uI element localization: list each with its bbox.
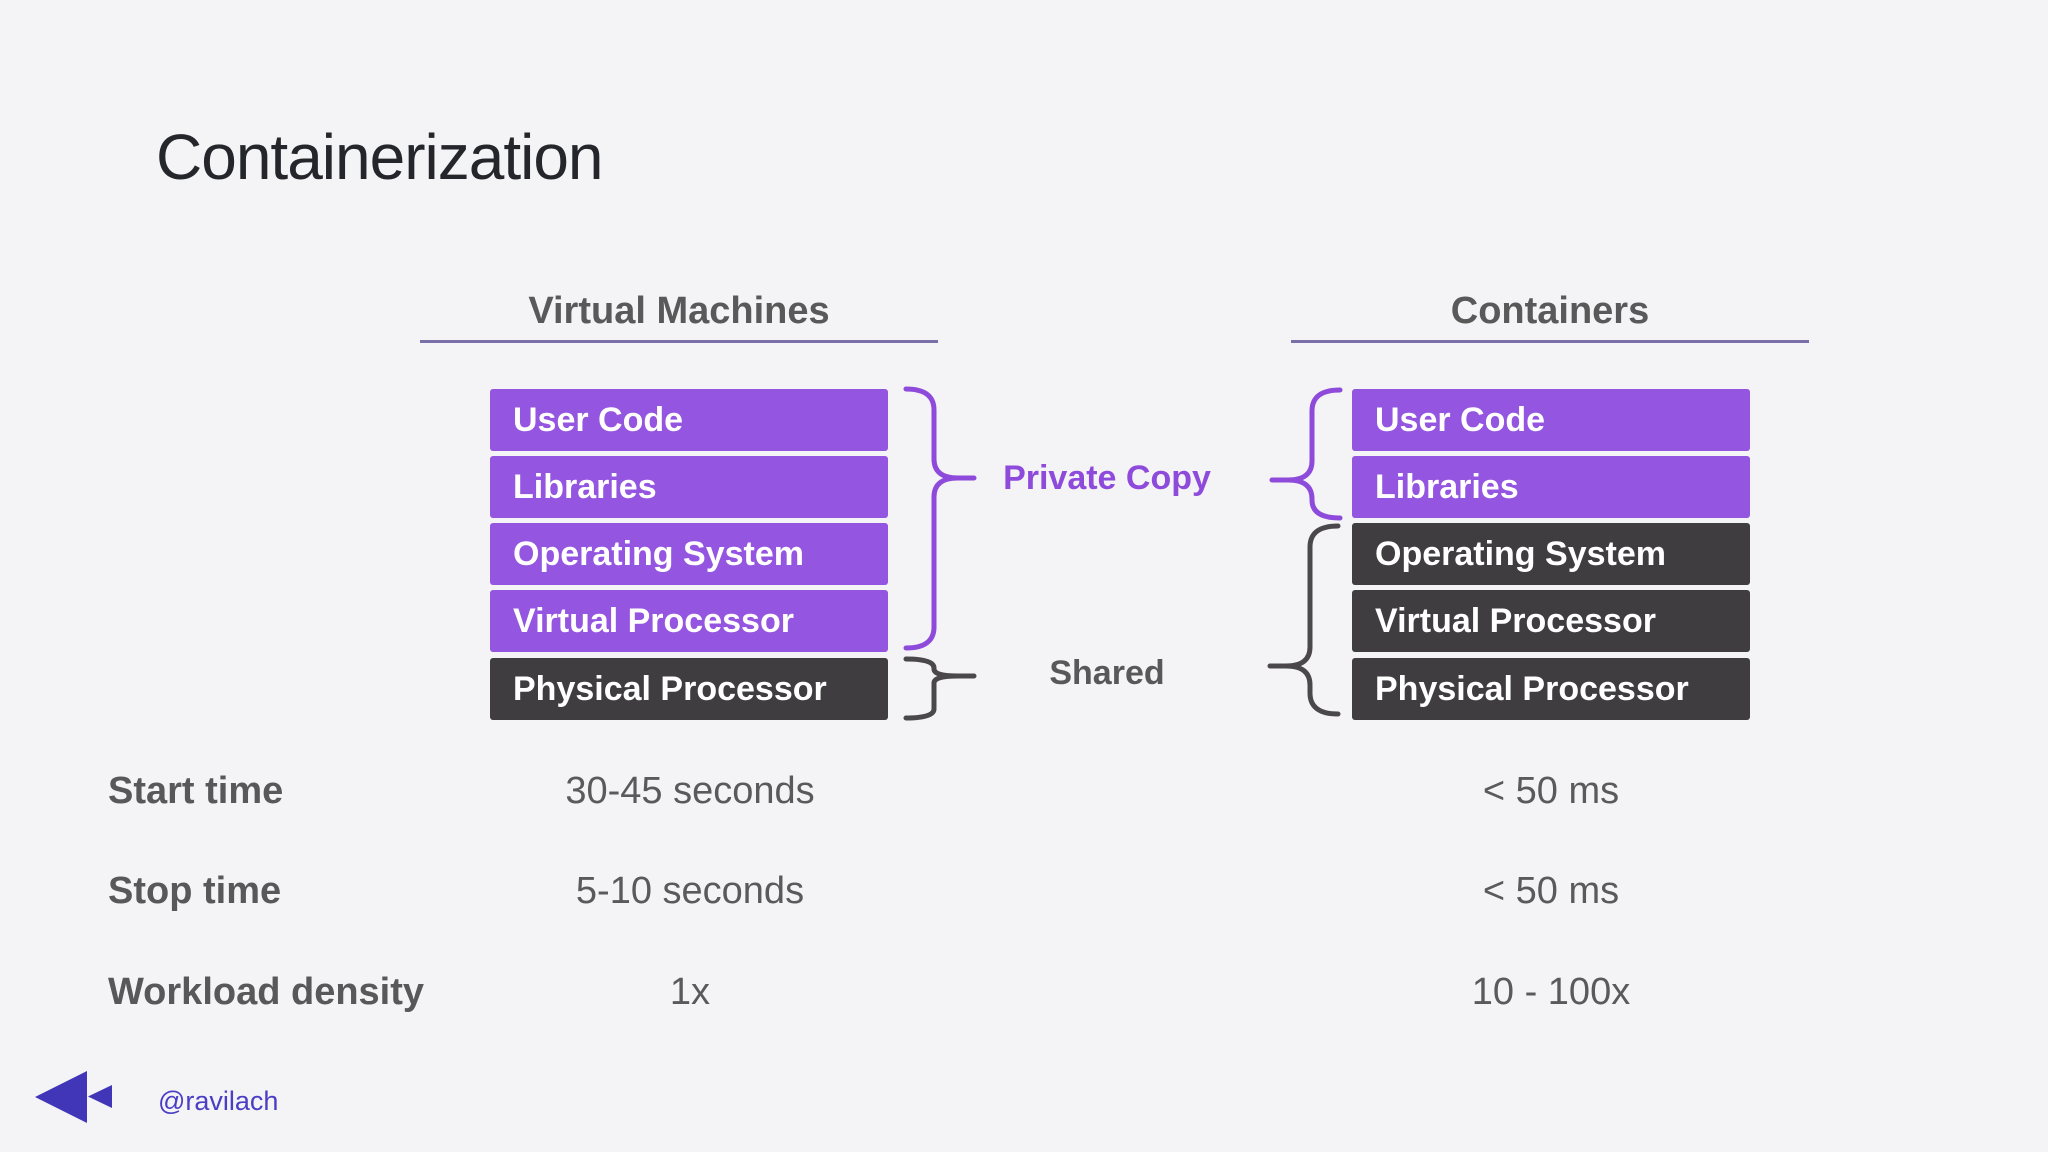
containers-stop-time-value: < 50 ms	[1482, 870, 1620, 912]
vm-layer-virtual-processor: Virtual Processor	[490, 590, 888, 652]
containers-shared-brace	[1267, 523, 1341, 717]
ct-layer-physical-processor: Physical Processor	[1352, 658, 1750, 720]
ct-layer-operating-system: Operating System	[1352, 523, 1750, 585]
vm-column-header: Virtual Machines	[528, 290, 830, 332]
author-handle: @ravilach	[158, 1086, 279, 1116]
ct-layer-virtual-processor: Virtual Processor	[1352, 590, 1750, 652]
vm-private-brace	[903, 386, 977, 651]
vm-start-time-value: 30-45 seconds	[565, 770, 815, 812]
vm-workload-density-value: 1x	[669, 971, 711, 1013]
metric-label-start-time: Start time	[108, 770, 284, 812]
ct-layer-user-code: User Code	[1352, 389, 1750, 451]
vm-layer-libraries: Libraries	[490, 456, 888, 518]
ct-layer-libraries: Libraries	[1352, 456, 1750, 518]
containers-private-brace	[1269, 387, 1343, 521]
double-chevron-left-logo-icon	[35, 1071, 112, 1123]
page-title: Containerization	[156, 121, 603, 193]
vm-layer-physical-processor: Physical Processor	[490, 658, 888, 720]
private-copy-label: Private Copy	[1003, 459, 1211, 497]
vm-header-underline	[420, 340, 938, 343]
containers-header-underline	[1291, 340, 1809, 343]
metric-label-stop-time: Stop time	[108, 870, 282, 912]
shared-label: Shared	[1049, 654, 1165, 692]
containers-workload-density-value: 10 - 100x	[1471, 971, 1631, 1013]
vm-layer-operating-system: Operating System	[490, 523, 888, 585]
containers-start-time-value: < 50 ms	[1482, 770, 1620, 812]
vm-layer-user-code: User Code	[490, 389, 888, 451]
metric-label-workload-density: Workload density	[108, 971, 425, 1013]
containers-column-header: Containers	[1450, 290, 1650, 332]
vm-stop-time-value: 5-10 seconds	[575, 870, 805, 912]
